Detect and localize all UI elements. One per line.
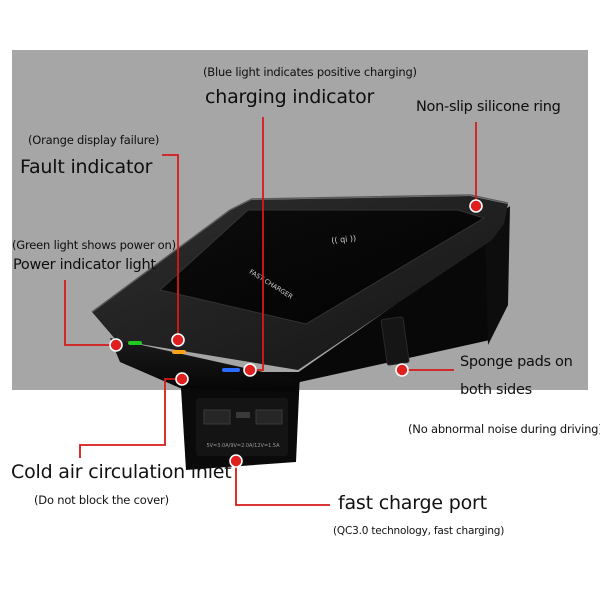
dot-charging [243,363,257,377]
fast-charge-port-label: fast charge port [338,492,487,514]
cold-air-inlet-label: Cold air circulation inlet [11,461,232,483]
port-spec-text: 5V=3.0A/9V=2.0A/12V=1.5A [206,443,280,449]
non-slip-ring-label: Non-slip silicone ring [416,99,561,115]
leader-power [64,280,118,346]
dot-fault [171,333,185,347]
usb-port-right [255,409,283,425]
right-end-block [485,206,510,345]
charging-led [222,368,240,372]
dot-non-slip [469,199,483,213]
charging-indicator-label: charging indicator [205,86,375,108]
leader-fault [162,154,179,342]
fault-led [172,350,186,354]
charging-indicator-note: (Blue light indicates positive charging) [203,65,417,79]
dot-cold-air [175,372,189,386]
power-indicator-note: (Green light shows power on) [12,238,176,252]
dot-port [229,454,243,468]
charging-pad [158,209,486,325]
fast-charge-port-note: (QC3.0 technology, fast charging) [333,525,505,537]
leader-cold-air [79,378,182,458]
sponge-pad [380,316,410,366]
sponge-pads-label-line2: both sides [460,382,532,398]
top-rim [91,194,509,313]
usb-port-left [203,409,231,425]
leader-port [235,462,330,506]
fault-indicator-note: (Orange display failure) [28,133,160,147]
sponge-pads-note: (No abnormal noise during driving) [408,422,600,436]
sponge-pads-label-line1: Sponge pads on [460,354,573,370]
marker-dots [109,199,483,468]
dot-power [109,338,123,352]
fault-indicator-label: Fault indicator [20,156,153,178]
vent-slot [236,412,250,418]
dot-sponge [395,363,409,377]
power-indicator-label: Power indicator light [13,257,156,273]
power-led [128,341,142,345]
qi-logo-text: (( qi )) [331,234,357,246]
cold-air-inlet-note: (Do not block the cover) [34,493,169,507]
front-face [110,338,300,392]
